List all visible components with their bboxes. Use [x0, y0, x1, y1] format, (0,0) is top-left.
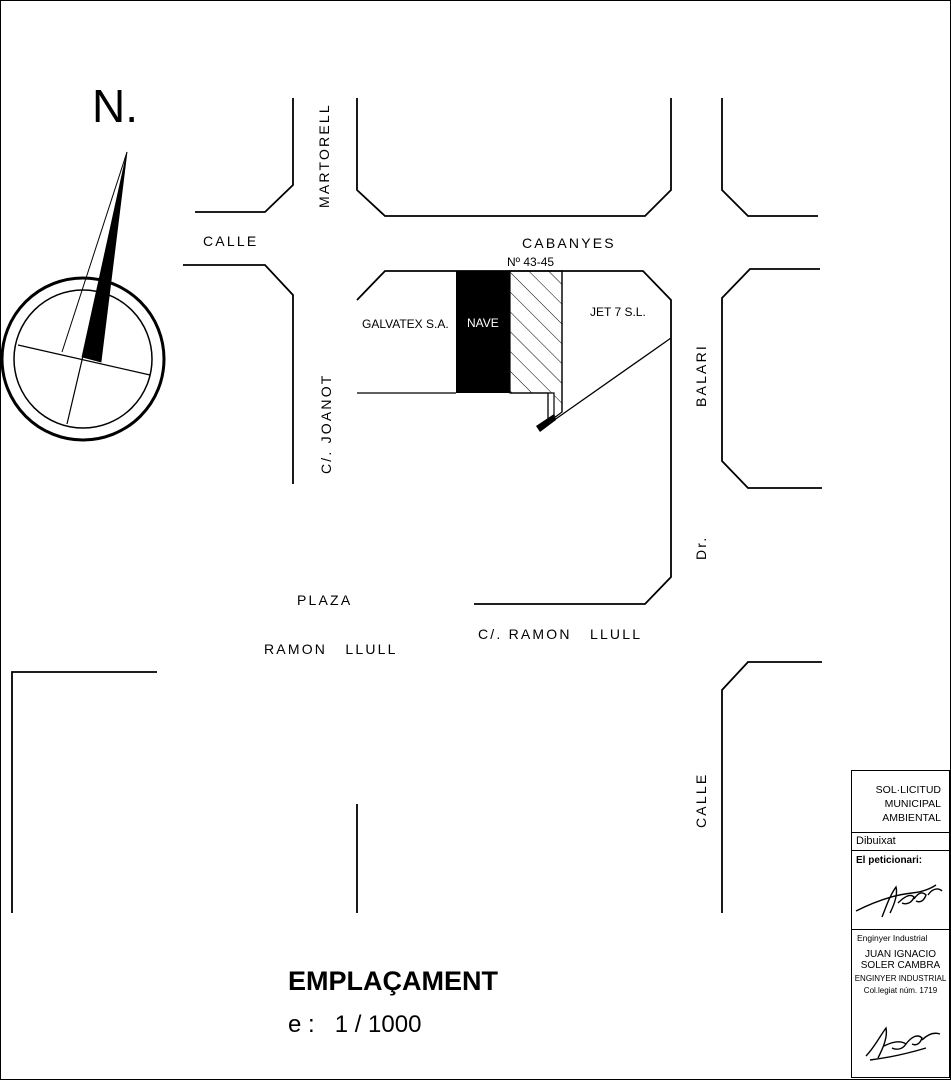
street-label-plaza: PLAZA — [297, 592, 352, 608]
street-label-joanot: C/. JOANOT — [318, 373, 334, 474]
north-arrow-icon — [81, 151, 128, 363]
engineer-role: ENGINYER INDUSTRIAL — [854, 974, 947, 983]
title-block: SOL·LICITUD MUNICIPAL AMBIENTAL Dibuixat… — [851, 770, 950, 1078]
parcel-label-jet7: JET 7 S.L. — [590, 305, 646, 319]
title-block-header: SOL·LICITUD MUNICIPAL AMBIENTAL — [852, 771, 949, 833]
title-block-dibuixat: Dibuixat — [852, 833, 949, 851]
street-label-c-ramon-llull: C/. RAMON LLULL — [478, 626, 642, 642]
block-central — [356, 270, 672, 605]
block-top-left — [195, 98, 294, 213]
parcel-divider — [510, 392, 549, 427]
block-east — [721, 268, 822, 489]
block-top-center — [356, 98, 672, 217]
title-block-line: MUNICIPAL — [884, 798, 941, 810]
parcel-label-nave: NAVE — [467, 316, 499, 330]
hatched-parcel-edge — [536, 414, 556, 432]
street-label-ramon-llull-plaza: RAMON LLULL — [264, 641, 398, 657]
parcel-label-galvatex: GALVATEX S.A. — [362, 317, 449, 331]
drawing-scale: e : 1 / 1000 — [288, 1011, 421, 1038]
title-block-line: AMBIENTAL — [882, 812, 941, 824]
engineer-signature — [865, 1026, 941, 1061]
title-block-peticionari: El peticionari: — [852, 851, 949, 930]
engineer-name-1: JUAN IGNACIO — [864, 949, 937, 960]
block-west — [183, 264, 294, 484]
drawing-title: EMPLAÇAMENT — [288, 966, 498, 996]
street-label-dr: Dr. — [693, 536, 709, 561]
street-label-calle-east: CALLE — [693, 773, 709, 828]
street-label-calle-west: CALLE — [203, 233, 258, 249]
engineer-colegiat: Col.legiat núm. 1719 — [863, 986, 938, 995]
block-top-right — [721, 98, 818, 217]
title-block-engineer: Enginyer Industrial JUAN IGNACIO SOLER C… — [852, 930, 949, 1077]
north-label: N. — [92, 80, 138, 132]
nave-parcel — [456, 271, 510, 393]
address-number: Nº 43-45 — [507, 255, 554, 269]
street-label-martorell: MARTORELL — [316, 103, 332, 208]
peticionari-signature — [855, 884, 943, 918]
block-south-west — [11, 671, 157, 913]
street-label-cabanyes: CABANYES — [522, 235, 616, 251]
north-compass — [0, 151, 166, 442]
street-label-balari: BALARI — [693, 344, 709, 407]
peticionari-label: El peticionari: — [856, 855, 923, 866]
block-south-east — [721, 661, 822, 913]
parcel-divider — [539, 337, 672, 431]
engineer-name-2: SOLER CAMBRA — [860, 960, 941, 971]
title-block-line: SOL·LICITUD — [875, 784, 941, 796]
hatched-parcel — [509, 270, 563, 420]
engineer-title: Enginyer Industrial — [857, 933, 928, 943]
